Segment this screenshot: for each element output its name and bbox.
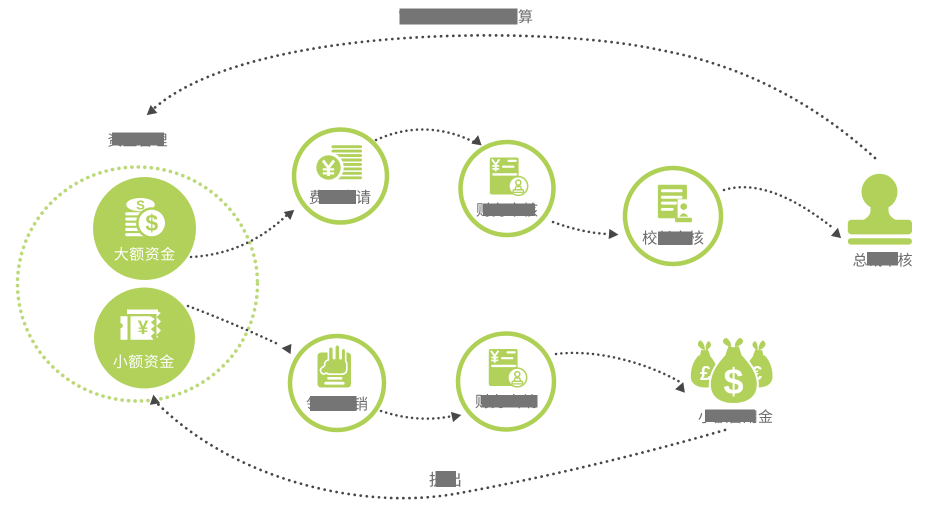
svg-text:$: $ bbox=[723, 361, 743, 402]
svg-text:$: $ bbox=[145, 210, 158, 236]
svg-text:£: £ bbox=[700, 363, 711, 385]
svg-text:S: S bbox=[136, 197, 145, 212]
svg-text:¥: ¥ bbox=[138, 318, 149, 339]
